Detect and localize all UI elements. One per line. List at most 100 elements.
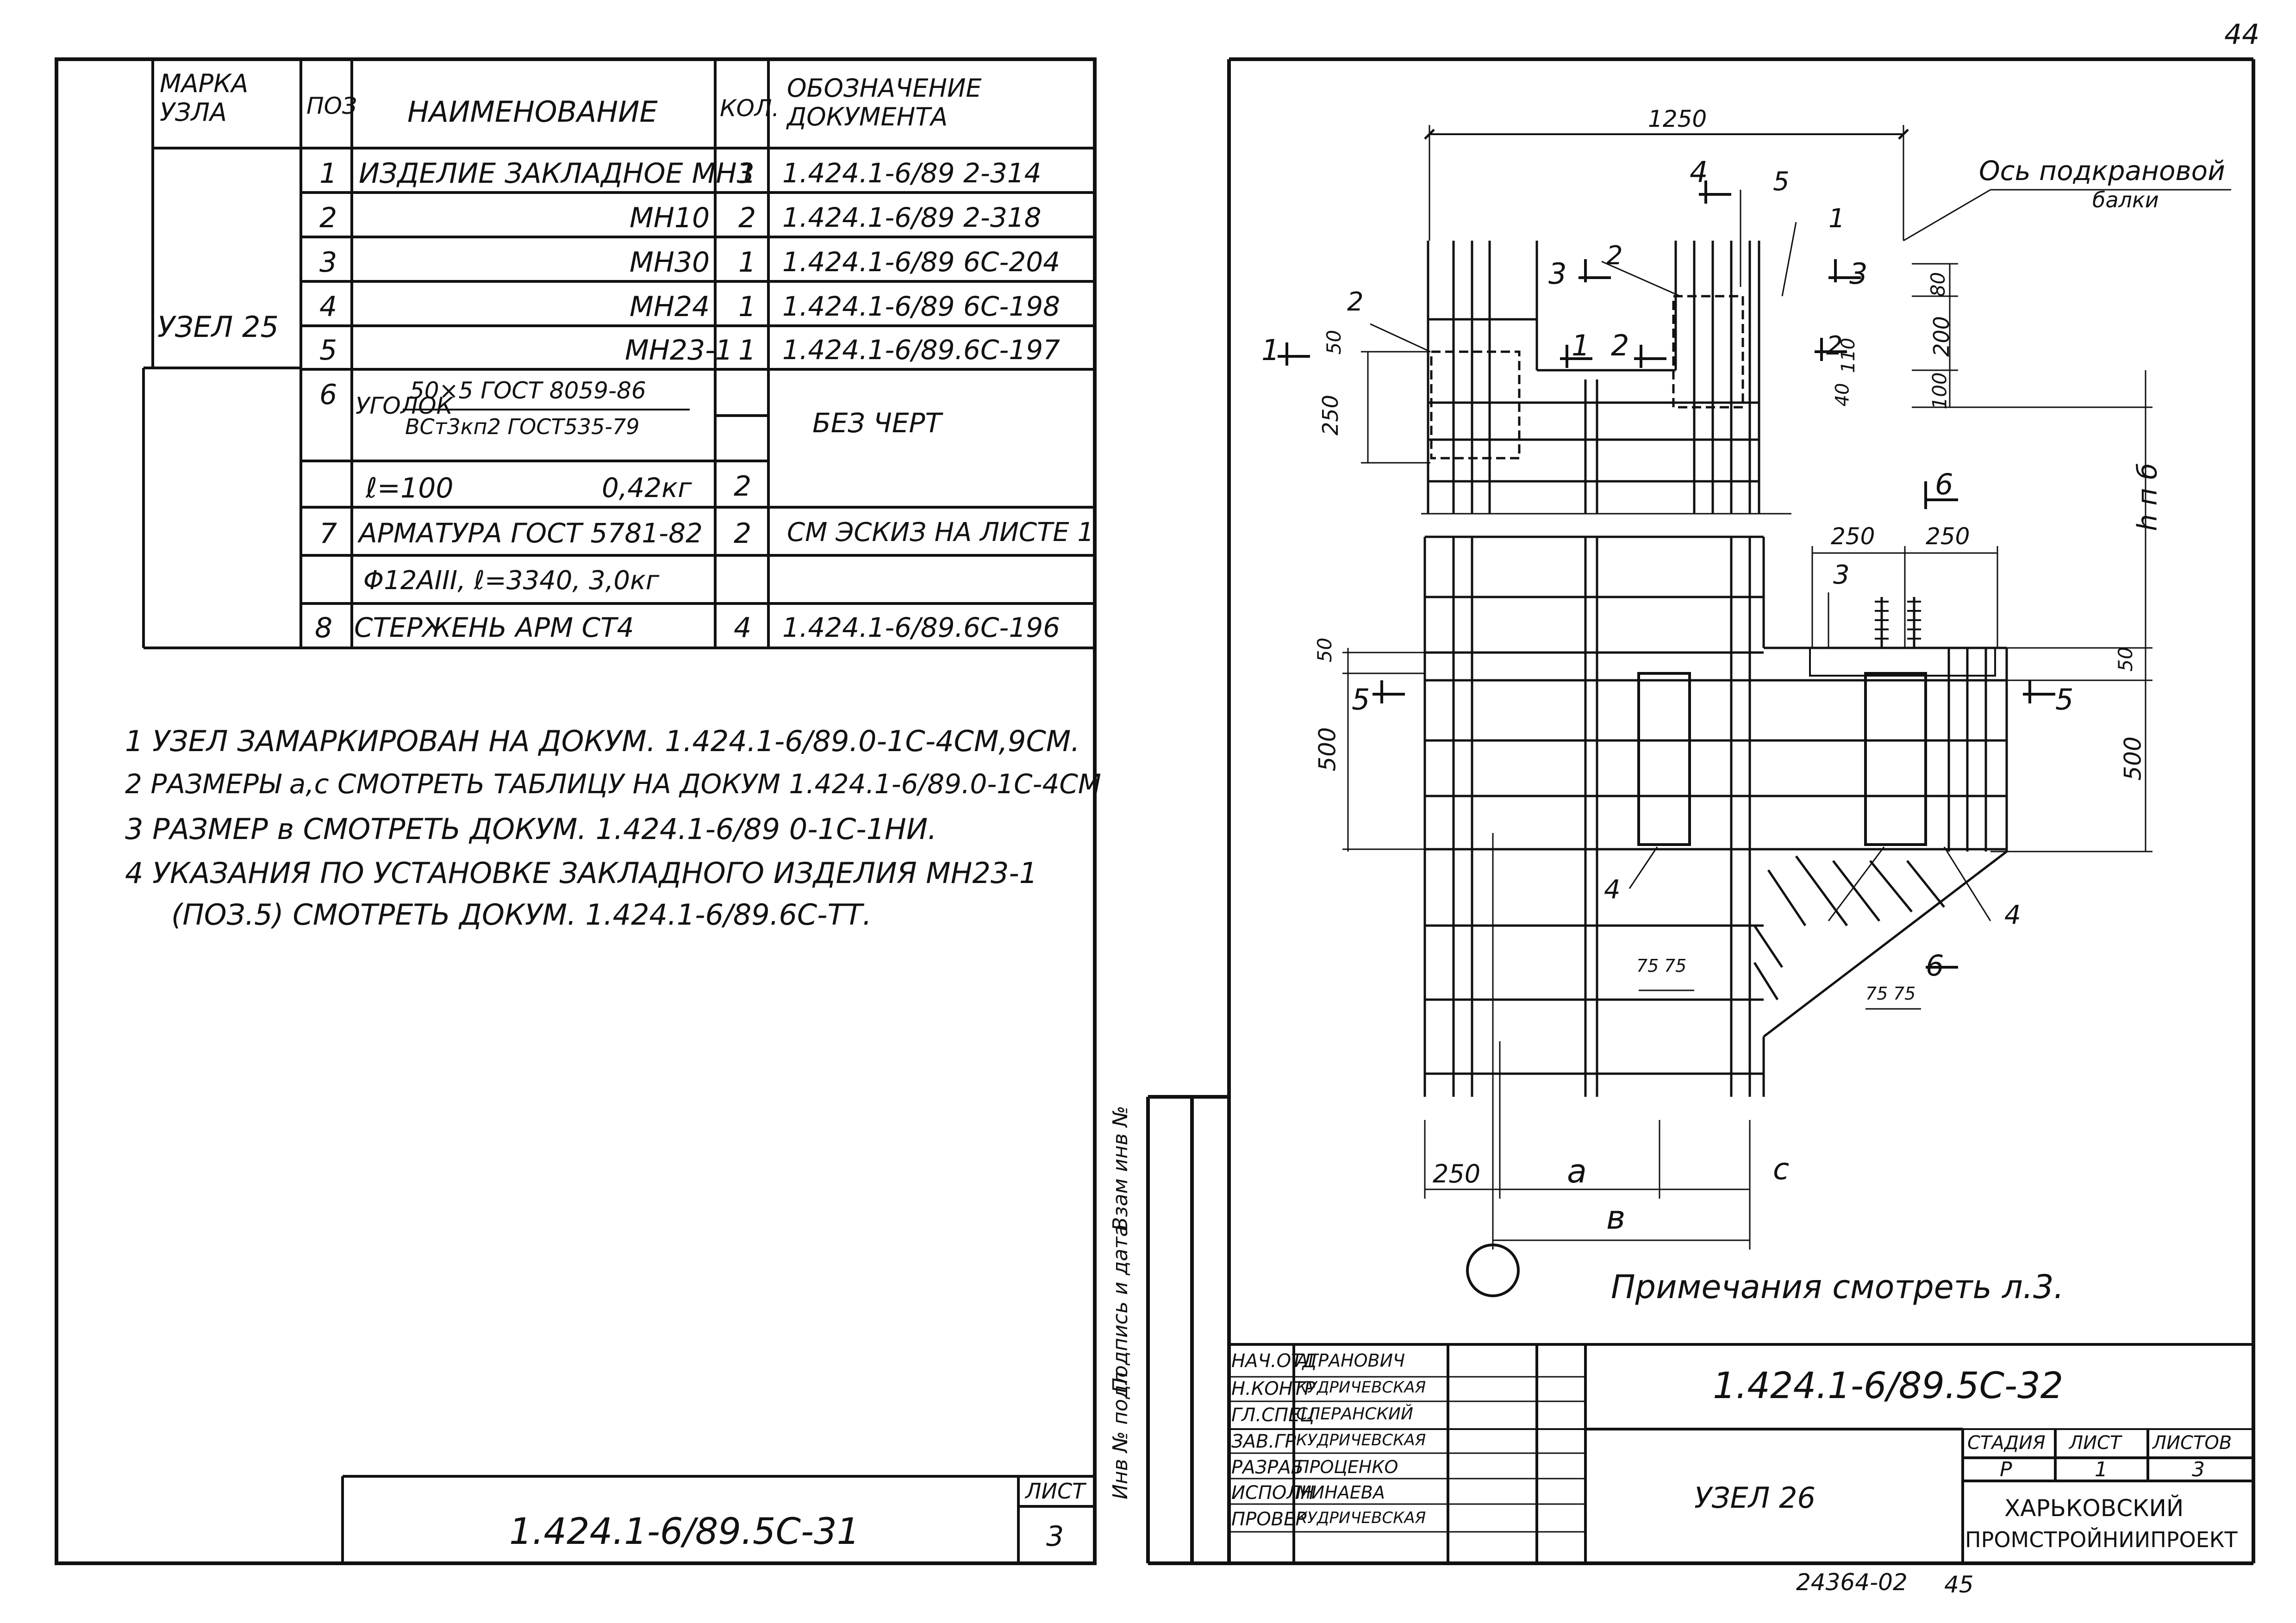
header-qty: КОЛ. <box>720 95 780 122</box>
sheet-value: 1 <box>2095 1458 2108 1481</box>
row-6b-extra: 0,42кг <box>602 472 692 504</box>
section-mark-1-left: 1 <box>1261 333 1280 367</box>
role-5: РАЗРАБ <box>1231 1457 1304 1478</box>
left-doc-code: 1.424.1-6/89.5С-31 <box>509 1511 860 1553</box>
title-node: УЗЕЛ 26 <box>1694 1481 1816 1515</box>
section-mark-3-left: 3 <box>1548 257 1567 291</box>
node-mark: УЗЕЛ 25 <box>157 310 279 344</box>
role-7: ПРОВЕР <box>1231 1509 1307 1530</box>
row-4-name: МН24 <box>630 291 710 323</box>
reinforcement-drawing <box>1278 125 2231 1297</box>
row-7-qty: 2 <box>734 517 752 550</box>
section-mark-6-bottom: 6 <box>1926 949 1944 983</box>
dim-50-left: 50 <box>1323 330 1346 355</box>
name-1: АГРАНОВИЧ <box>1296 1350 1405 1371</box>
note-1: 1 УЗЕЛ ЗАМАРКИРОВАН НА ДОКУМ. 1.424.1-6/… <box>125 724 1080 758</box>
row-5-pos: 5 <box>319 334 337 367</box>
row-1-name: ИЗДЕЛИЕ ЗАКЛАДНОЕ МН3 <box>359 157 755 190</box>
dim-50-mid-right: 50 <box>2114 647 2137 672</box>
row-2-doc: 1.424.1-6/89 2-318 <box>782 202 1042 233</box>
row-6-doc: БЕЗ ЧЕРТ <box>812 407 942 439</box>
row-1-doc: 1.424.1-6/89 2-314 <box>782 157 1042 189</box>
name-5: ПРОЦЕНКО <box>1296 1457 1398 1477</box>
row-3-qty: 1 <box>738 246 756 279</box>
position-mark-2-left: 2 <box>1347 287 1364 317</box>
left-sheet-no: 3 <box>1046 1520 1064 1553</box>
dim-75-d: 75 <box>1893 983 1916 1004</box>
position-mark-5: 5 <box>1773 167 1790 197</box>
dim-75-c: 75 <box>1866 983 1888 1004</box>
note-2: 2 РАЗМЕРЫ а,с СМОТРЕТЬ ТАБЛИЦУ НА ДОКУМ … <box>125 768 1101 800</box>
row-5-name: МН23-1 <box>625 334 733 367</box>
section-mark-2-mid: 2 <box>1611 329 1629 362</box>
row-4-qty: 1 <box>738 291 756 323</box>
row-2-pos: 2 <box>319 202 337 234</box>
stage-label: СТАДИЯ <box>1967 1432 2046 1454</box>
footer-number: 24364-02 <box>1796 1569 1908 1596</box>
dim-250-a: 250 <box>1831 523 1875 550</box>
dim-250-b: 250 <box>1926 523 1970 550</box>
stage-value: Р <box>2000 1458 2012 1481</box>
dim-40: 40 <box>1832 383 1853 407</box>
drawing-note: Примечания смотреть л.3. <box>1611 1268 2064 1306</box>
role-3: ГЛ.СПЕЦ <box>1231 1405 1315 1426</box>
note-3: 3 РАЗМЕР в СМОТРЕТЬ ДОКУМ. 1.424.1-6/89 … <box>125 812 937 846</box>
row-8-qty: 4 <box>734 612 752 644</box>
header-mark: МАРКА УЗЛА <box>160 69 249 127</box>
row-6-name-top: 50×5 ГОСТ 8059-86 <box>410 377 646 404</box>
dim-50-mid-left: 50 <box>1313 637 1336 663</box>
row-4-doc: 1.424.1-6/89 6С-198 <box>782 291 1061 322</box>
row-7-pos: 7 <box>319 517 337 550</box>
row-7b-name: Φ12АIII, ℓ=3340, 3,0кг <box>363 566 660 596</box>
section-mark-4: 4 <box>1690 155 1708 189</box>
row-7-name: АРМАТУРА ГОСТ 5781-82 <box>359 517 703 549</box>
dim-100: 100 <box>1928 372 1951 410</box>
dim-250-left: 250 <box>1317 395 1343 435</box>
axis-label-2: балки <box>2092 187 2159 212</box>
row-7-doc: СМ ЭСКИЗ НА ЛИСТЕ 1 <box>787 517 1094 547</box>
row-5-qty: 1 <box>738 334 756 367</box>
left-sheet <box>55 57 1097 1565</box>
dim-75-b: 75 <box>1664 956 1687 976</box>
header-pos: ПОЗ <box>306 93 357 119</box>
dim-80: 80 <box>1927 272 1950 297</box>
header-doc: ОБОЗНАЧЕНИЕ ДОКУМЕНТА <box>787 74 982 131</box>
dim-a: а <box>1567 1152 1587 1190</box>
row-6-name: УГОЛОК <box>356 392 453 419</box>
row-4-pos: 4 <box>319 291 337 323</box>
side-strip-replace: Взам инв № <box>1109 1106 1132 1231</box>
page-number: 44 <box>2224 19 2260 51</box>
axis-label-1: Ось подкрановой <box>1979 155 2225 187</box>
position-mark-1: 1 <box>1828 204 1845 234</box>
side-strip-sign: Подпись и дата <box>1109 1224 1132 1393</box>
row-8-pos: 8 <box>315 612 333 644</box>
row-3-doc: 1.424.1-6/89 6С-204 <box>782 246 1061 278</box>
position-mark-2-mid: 2 <box>1606 241 1623 271</box>
name-3: СЛЕРАНСКИЙ <box>1296 1405 1413 1424</box>
role-1: НАЧ.ОТД <box>1231 1350 1317 1372</box>
note-4-cont: (ПОЗ.5) СМОТРЕТЬ ДОКУМ. 1.424.1-6/89.6С-… <box>171 898 872 932</box>
sheets-value: 3 <box>2192 1458 2205 1481</box>
row-6b-name: ℓ=100 <box>366 472 454 504</box>
dim-c: с <box>1773 1152 1790 1187</box>
dim-75-a: 75 <box>1636 956 1659 976</box>
role-6: ИСПОЛН <box>1231 1482 1315 1504</box>
dim-1250: 1250 <box>1648 106 1707 132</box>
section-mark-6-top: 6 <box>1935 467 1953 501</box>
section-mark-2-right: 2 <box>1826 331 1843 361</box>
dim-500-right: 500 <box>2119 736 2146 781</box>
section-mark-5-left: 5 <box>1352 683 1370 716</box>
name-7: КУДРИЧЕВСКАЯ <box>1296 1509 1426 1527</box>
row-6-name-bottom: ВСт3кп2 ГОСТ535-79 <box>405 414 640 439</box>
dim-b: в <box>1606 1199 1626 1237</box>
name-2: КУДРИЧЕВСКАЯ <box>1296 1378 1426 1397</box>
row-3-pos: 3 <box>319 246 337 279</box>
left-sheet-label: ЛИСТ <box>1025 1479 1086 1504</box>
name-4: КУДРИЧЕВСКАЯ <box>1296 1431 1426 1449</box>
sheets-label: ЛИСТОВ <box>2152 1432 2232 1454</box>
dim-250-bottom: 250 <box>1433 1159 1481 1188</box>
section-mark-1-right: 1 <box>1572 329 1590 362</box>
dim-hnb: h п б <box>2131 463 2163 531</box>
row-5-doc: 1.424.1-6/89.6С-197 <box>782 334 1061 366</box>
row-8-name: СТЕРЖЕНЬ АРМ СТ4 <box>354 612 634 643</box>
